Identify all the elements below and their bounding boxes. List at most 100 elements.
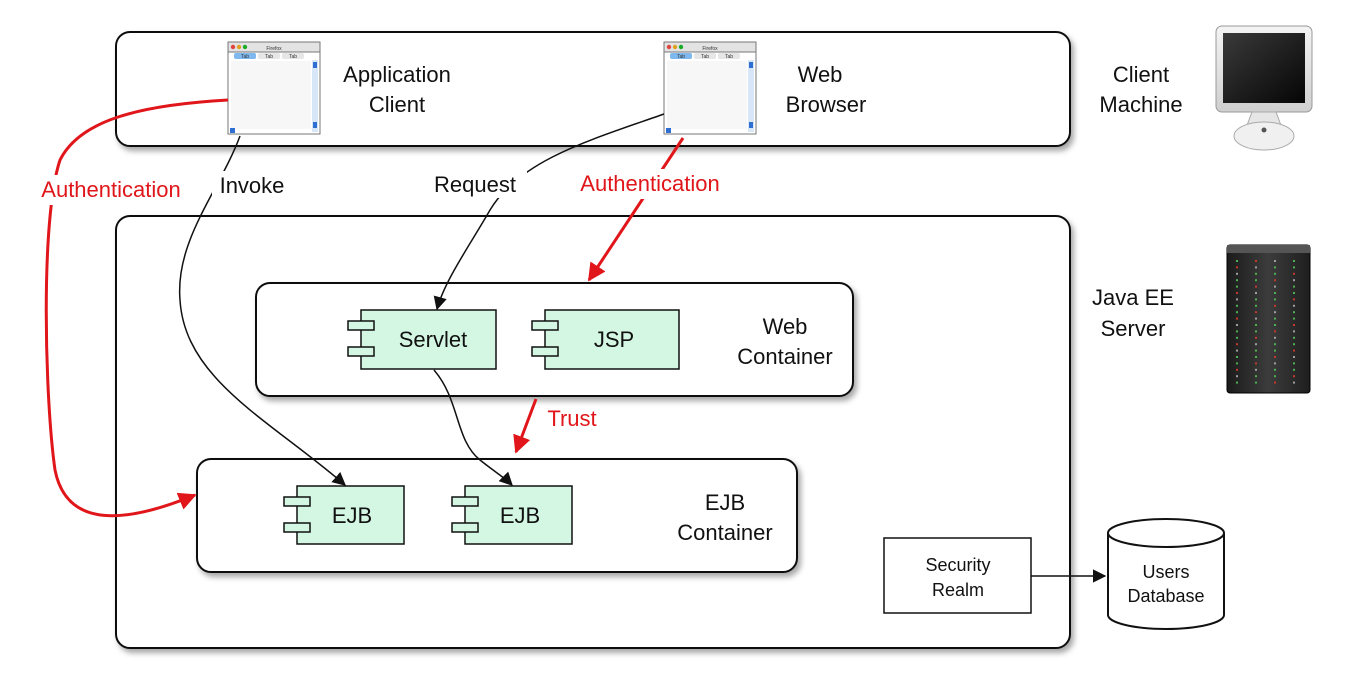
authentication-left-label: Authentication: [41, 177, 180, 202]
trust-arrow: [513, 398, 538, 454]
server-led: [1255, 375, 1257, 378]
server-led: [1236, 298, 1238, 301]
ejb-component-1: EJB: [283, 485, 405, 545]
server-led: [1293, 324, 1295, 326]
server-led: [1293, 311, 1295, 314]
authentication-right-label: Authentication: [580, 171, 719, 196]
svg-text:Tab: Tab: [289, 54, 297, 60]
server-led: [1274, 324, 1276, 326]
server-led: [1293, 304, 1295, 307]
server-led: [1255, 324, 1257, 326]
server-led: [1293, 285, 1295, 288]
server-led: [1236, 349, 1238, 352]
server-led: [1255, 298, 1257, 301]
server-led: [1236, 381, 1238, 384]
server-led: [1236, 362, 1238, 365]
server-led: [1293, 292, 1295, 294]
server-led: [1236, 317, 1238, 320]
server-led: [1274, 375, 1276, 378]
server-led: [1236, 324, 1238, 326]
client-computer-icon: [1215, 25, 1313, 151]
server-led: [1274, 304, 1276, 307]
web-container-label-line1: Web: [763, 314, 808, 339]
request-arrow: [433, 113, 665, 311]
server-led: [1274, 349, 1276, 352]
jsp-label: JSP: [594, 327, 634, 352]
server-led: [1236, 272, 1238, 275]
server-led: [1274, 272, 1276, 275]
server-led: [1255, 304, 1257, 307]
server-led: [1274, 343, 1276, 346]
server-led: [1255, 279, 1257, 282]
server-led: [1274, 336, 1276, 339]
svg-text:Firefox: Firefox: [266, 46, 282, 52]
server-led: [1236, 336, 1238, 339]
server-led: [1293, 272, 1295, 275]
server-led: [1255, 343, 1257, 346]
security-realm-label-line1: Security: [925, 555, 990, 575]
java-ee-server-label-line2: Server: [1101, 316, 1166, 341]
server-led: [1293, 381, 1295, 384]
server-led: [1293, 330, 1295, 333]
ejb-label-1: EJB: [332, 503, 372, 528]
ejb-container-label-line2: Container: [677, 520, 772, 545]
server-led: [1236, 292, 1238, 294]
svg-text:Tab: Tab: [241, 54, 249, 60]
server-led: [1255, 317, 1257, 320]
server-led: [1274, 362, 1276, 365]
application-client-label-line1: Application: [343, 62, 451, 87]
application-client-window-icon: Firefox Tab Tab Tab: [227, 41, 321, 135]
server-led: [1255, 362, 1257, 365]
server-led: [1255, 285, 1257, 288]
server-led: [1236, 330, 1238, 333]
request-label: Request: [434, 172, 516, 197]
authentication-left-arrow: [44, 98, 229, 518]
svg-text:Firefox: Firefox: [702, 46, 718, 52]
server-led: [1236, 304, 1238, 307]
server-led: [1293, 356, 1295, 358]
client-machine-label-line1: Client: [1113, 62, 1169, 87]
server-led: [1293, 260, 1295, 262]
server-led: [1255, 272, 1257, 275]
server-led: [1293, 375, 1295, 378]
server-led: [1255, 381, 1257, 384]
servlet-component: Servlet: [347, 309, 497, 370]
server-led: [1293, 362, 1295, 365]
server-led: [1274, 298, 1276, 301]
server-led: [1293, 317, 1295, 320]
web-container-label-line2: Container: [737, 344, 832, 369]
server-led: [1293, 349, 1295, 352]
users-database-label-line1: Users: [1142, 562, 1189, 582]
server-led: [1255, 349, 1257, 352]
server-led: [1274, 292, 1276, 294]
svg-text:Tab: Tab: [701, 54, 709, 60]
server-led: [1255, 311, 1257, 314]
server-led: [1236, 285, 1238, 288]
jsp-component: JSP: [531, 309, 680, 370]
server-led: [1236, 279, 1238, 282]
svg-text:Tab: Tab: [677, 54, 685, 60]
server-led: [1274, 381, 1276, 384]
server-led: [1255, 260, 1257, 262]
server-led: [1255, 292, 1257, 294]
java-ee-server-label-line1: Java EE: [1092, 285, 1174, 310]
server-led: [1274, 356, 1276, 358]
ejb-component-2: EJB: [451, 485, 573, 545]
servlet-label: Servlet: [399, 327, 467, 352]
svg-text:Tab: Tab: [265, 54, 273, 60]
server-led: [1293, 368, 1295, 371]
invoke-label: Invoke: [220, 173, 285, 198]
server-led: [1293, 336, 1295, 339]
authentication-right-arrow: [587, 137, 685, 282]
server-led: [1274, 285, 1276, 288]
server-led: [1293, 298, 1295, 301]
ejb-label-2: EJB: [500, 503, 540, 528]
server-led: [1293, 279, 1295, 282]
server-led: [1236, 266, 1238, 269]
server-led: [1236, 260, 1238, 262]
server-led: [1274, 330, 1276, 333]
server-led: [1274, 279, 1276, 282]
servlet-to-ejb-arrow: [433, 369, 513, 486]
web-browser-label-line1: Web: [798, 62, 843, 87]
